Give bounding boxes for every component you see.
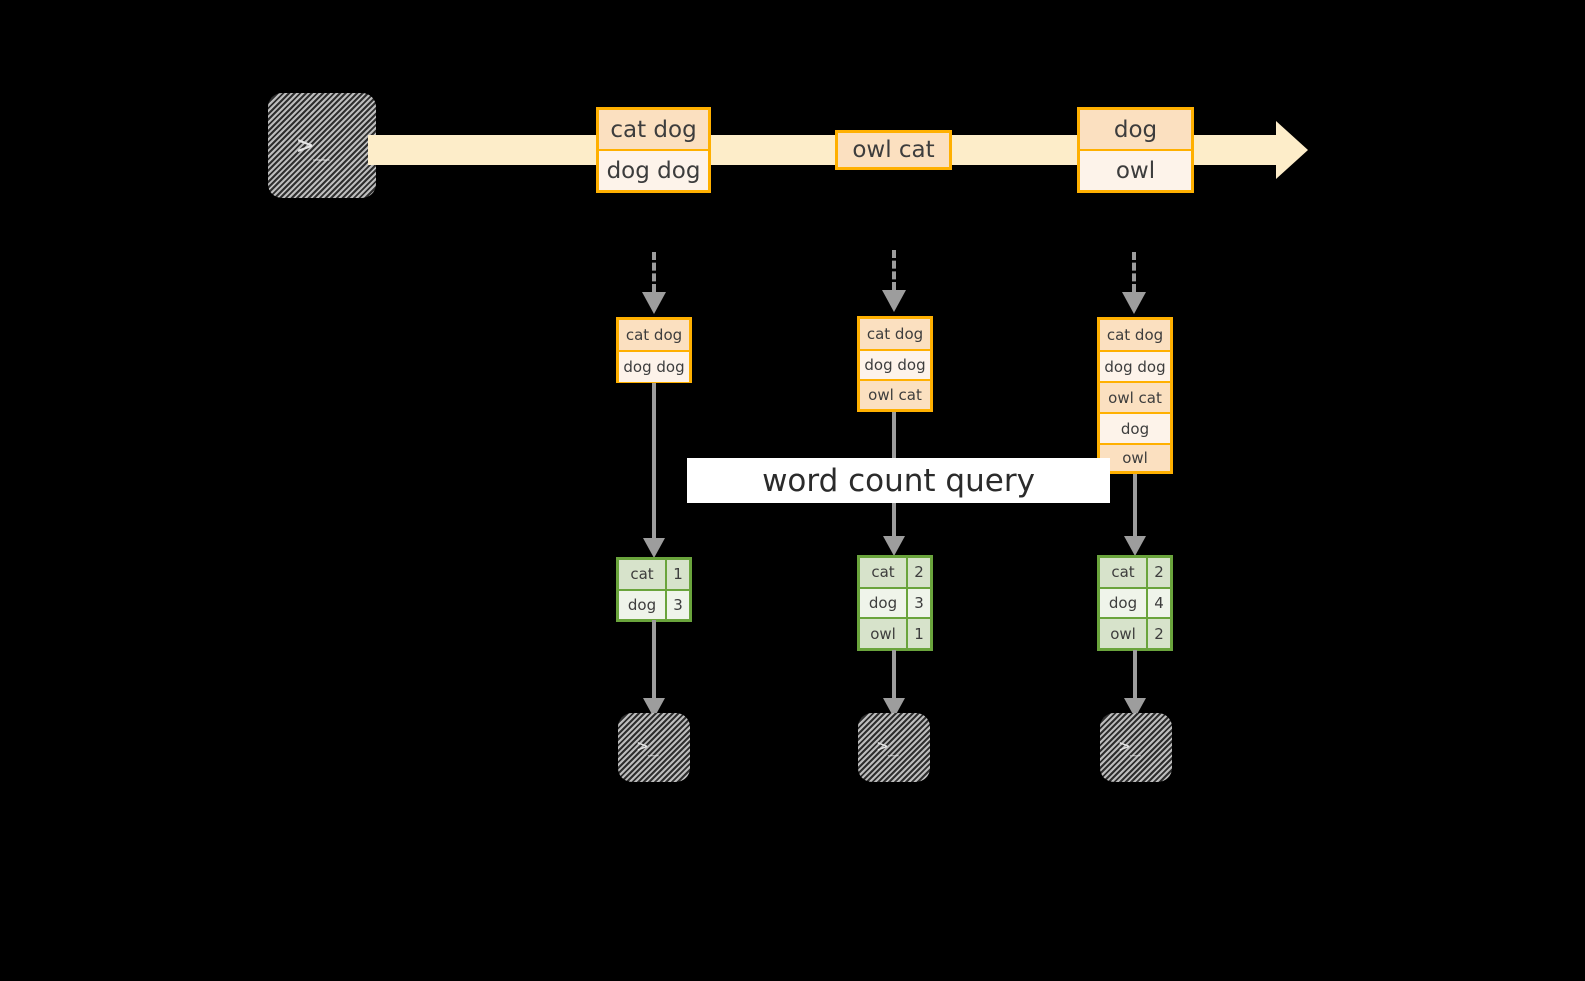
stream-arrowhead-icon xyxy=(1276,121,1308,179)
result-word-cell: dog xyxy=(860,588,908,618)
terminal-prompt-text: >_ xyxy=(877,736,899,757)
result-count-cell: 1 xyxy=(908,619,930,649)
query-label-band: word count query xyxy=(687,458,1110,503)
sink-terminal-icon-1: >_ xyxy=(618,713,690,782)
result-row: cat 2 xyxy=(860,558,930,589)
result-table-1: cat 1 dog 3 xyxy=(616,557,692,622)
result-table-2: cat 2 dog 3 owl 1 xyxy=(857,555,933,651)
result-row: cat 2 xyxy=(1100,558,1170,589)
query-label-text: word count query xyxy=(762,462,1035,499)
stream-event-line: dog xyxy=(1080,110,1191,151)
result-row: cat 1 xyxy=(619,560,689,591)
terminal-prompt-text: >_ xyxy=(1119,736,1141,757)
accumulated-input-table-3: cat dog dog dog owl cat dog owl xyxy=(1097,317,1173,474)
result-count-cell: 2 xyxy=(1148,558,1170,587)
result-word-cell: dog xyxy=(619,590,667,619)
stream-event-group-3: dog owl xyxy=(1077,107,1194,193)
stream-event-line: cat dog xyxy=(599,110,708,151)
snapshot-trigger-arrow-3 xyxy=(1121,252,1147,314)
sink-terminal-icon-2: >_ xyxy=(858,713,930,782)
result-word-cell: dog xyxy=(1100,588,1148,618)
sink-arrow-3 xyxy=(1123,650,1147,718)
accumulated-input-table-1: cat dog dog dog xyxy=(616,317,692,383)
result-count-cell: 2 xyxy=(908,558,930,587)
accumulated-input-row: cat dog xyxy=(619,320,689,352)
sink-arrow-1 xyxy=(642,620,666,718)
result-row: dog 3 xyxy=(860,588,930,620)
result-table-3: cat 2 dog 4 owl 2 xyxy=(1097,555,1173,651)
accumulated-input-row: owl xyxy=(1100,445,1170,471)
query-arrow-1 xyxy=(642,383,666,558)
result-row: owl 1 xyxy=(860,619,930,649)
snapshot-trigger-arrow-1 xyxy=(641,252,667,314)
query-arrow-3 xyxy=(1123,474,1147,556)
accumulated-input-row: dog xyxy=(1100,414,1170,445)
source-terminal-icon: >_ xyxy=(268,93,376,198)
result-row: dog 4 xyxy=(1100,588,1170,620)
stream-event-line: owl xyxy=(1080,151,1191,190)
accumulated-input-row: cat dog xyxy=(860,319,930,351)
sink-terminal-icon-3: >_ xyxy=(1100,713,1172,782)
result-count-cell: 1 xyxy=(667,560,689,589)
result-count-cell: 2 xyxy=(1148,619,1170,649)
accumulated-input-row: cat dog xyxy=(1100,320,1170,352)
accumulated-input-row: owl cat xyxy=(1100,383,1170,414)
accumulated-input-row: dog dog xyxy=(619,352,689,382)
stream-event-line: dog dog xyxy=(599,151,708,190)
result-count-cell: 3 xyxy=(908,588,930,618)
result-row: dog 3 xyxy=(619,590,689,619)
accumulated-input-row: dog dog xyxy=(1100,352,1170,383)
stream-event-group-2: owl cat xyxy=(835,130,952,170)
stream-event-line: owl cat xyxy=(838,133,949,167)
result-word-cell: owl xyxy=(860,619,908,649)
snapshot-trigger-arrow-2 xyxy=(881,250,907,312)
result-count-cell: 3 xyxy=(667,590,689,619)
accumulated-input-row: owl cat xyxy=(860,381,930,409)
stream-event-group-1: cat dog dog dog xyxy=(596,107,711,193)
result-word-cell: cat xyxy=(619,560,667,589)
result-word-cell: cat xyxy=(1100,558,1148,587)
result-row: owl 2 xyxy=(1100,619,1170,649)
result-word-cell: owl xyxy=(1100,619,1148,649)
result-word-cell: cat xyxy=(860,558,908,587)
accumulated-input-row: dog dog xyxy=(860,351,930,381)
terminal-prompt-text: >_ xyxy=(637,736,659,757)
result-count-cell: 4 xyxy=(1148,588,1170,618)
sink-arrow-2 xyxy=(882,650,906,718)
accumulated-input-table-2: cat dog dog dog owl cat xyxy=(857,316,933,412)
terminal-prompt-text: >_ xyxy=(297,130,330,161)
